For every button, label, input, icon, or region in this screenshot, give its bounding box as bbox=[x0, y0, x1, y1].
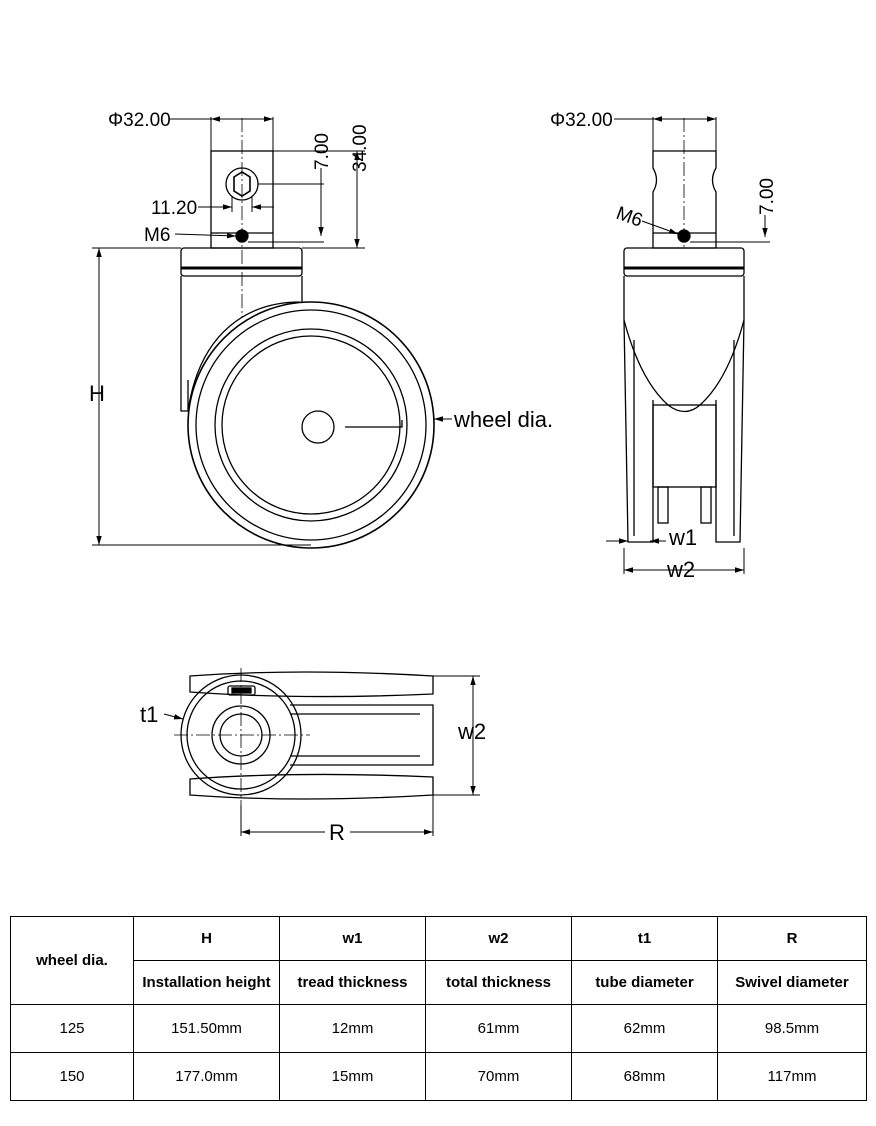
table-cell: 12mm bbox=[279, 1004, 426, 1053]
table-description-row: Installation height tread thickness tota… bbox=[11, 960, 867, 1005]
technical-drawing: Φ32.00 11.20 M6 7.00 34.00 H wheel dia. bbox=[89, 110, 778, 845]
front-thread-label: M6 bbox=[144, 225, 170, 246]
front-stem-diameter-label: Φ32.00 bbox=[108, 110, 171, 131]
swivel-diameter-label: R bbox=[329, 820, 345, 845]
stem-height-label: 34.00 bbox=[350, 124, 371, 172]
table-header-row: wheel dia. H w1 w2 t1 R bbox=[10, 916, 867, 1005]
code-header-r: R bbox=[717, 916, 867, 961]
desc-tube-diameter: tube diameter bbox=[571, 960, 718, 1005]
code-header-w2: w2 bbox=[425, 916, 572, 961]
hex-width-label: 11.20 bbox=[151, 198, 197, 219]
desc-total-thickness: total thickness bbox=[425, 960, 572, 1005]
side-offset-label: 7.00 bbox=[757, 178, 778, 215]
top-total-thickness-label: w2 bbox=[457, 719, 486, 744]
tube-diameter-label: t1 bbox=[140, 702, 158, 727]
code-header-w1: w1 bbox=[279, 916, 426, 961]
top-centerlines bbox=[174, 668, 310, 805]
table-cell: 151.50mm bbox=[133, 1004, 280, 1053]
side-dimensions bbox=[606, 116, 770, 574]
wheel-dia-label: wheel dia. bbox=[453, 407, 553, 432]
spec-table: wheel dia. H w1 w2 t1 R Installation hei… bbox=[10, 916, 867, 1101]
front-labels: Φ32.00 11.20 M6 7.00 34.00 H wheel dia. bbox=[89, 110, 553, 432]
top-view bbox=[180, 671, 434, 800]
total-thickness-label: w2 bbox=[666, 557, 695, 582]
table-cell: 15mm bbox=[279, 1052, 426, 1101]
top-labels: t1 w2 R bbox=[140, 702, 486, 845]
top-dimensions bbox=[163, 675, 480, 836]
desc-tread-thickness: tread thickness bbox=[279, 960, 426, 1005]
side-stem-diameter-label: Φ32.00 bbox=[550, 110, 613, 131]
height-label: H bbox=[89, 381, 105, 406]
table-cell: 68mm bbox=[571, 1052, 718, 1101]
table-row: 125 151.50mm 12mm 61mm 62mm 98.5mm bbox=[10, 1004, 867, 1053]
desc-installation-height: Installation height bbox=[133, 960, 280, 1005]
desc-swivel-diameter: Swivel diameter bbox=[717, 960, 867, 1005]
table-cell: 150 bbox=[10, 1052, 134, 1101]
table-cell: 125 bbox=[10, 1004, 134, 1053]
table-cell: 98.5mm bbox=[717, 1004, 867, 1053]
tread-thickness-label: w1 bbox=[668, 525, 697, 550]
code-header-t1: t1 bbox=[571, 916, 718, 961]
table-cell: 62mm bbox=[571, 1004, 718, 1053]
table-cell: 70mm bbox=[425, 1052, 572, 1101]
code-header-h: H bbox=[133, 916, 280, 961]
front-dimensions bbox=[92, 116, 452, 546]
table-cell: 117mm bbox=[717, 1052, 867, 1101]
table-cell: 177.0mm bbox=[133, 1052, 280, 1101]
table-cell: 61mm bbox=[425, 1004, 572, 1053]
side-thread-label: M6 bbox=[613, 203, 645, 232]
side-view bbox=[623, 150, 745, 543]
wheel-dia-header: wheel dia. bbox=[10, 916, 134, 1005]
table-row: 150 177.0mm 15mm 70mm 68mm 117mm bbox=[10, 1052, 867, 1101]
front-view bbox=[180, 150, 435, 549]
front-offset-label: 7.00 bbox=[312, 133, 333, 170]
